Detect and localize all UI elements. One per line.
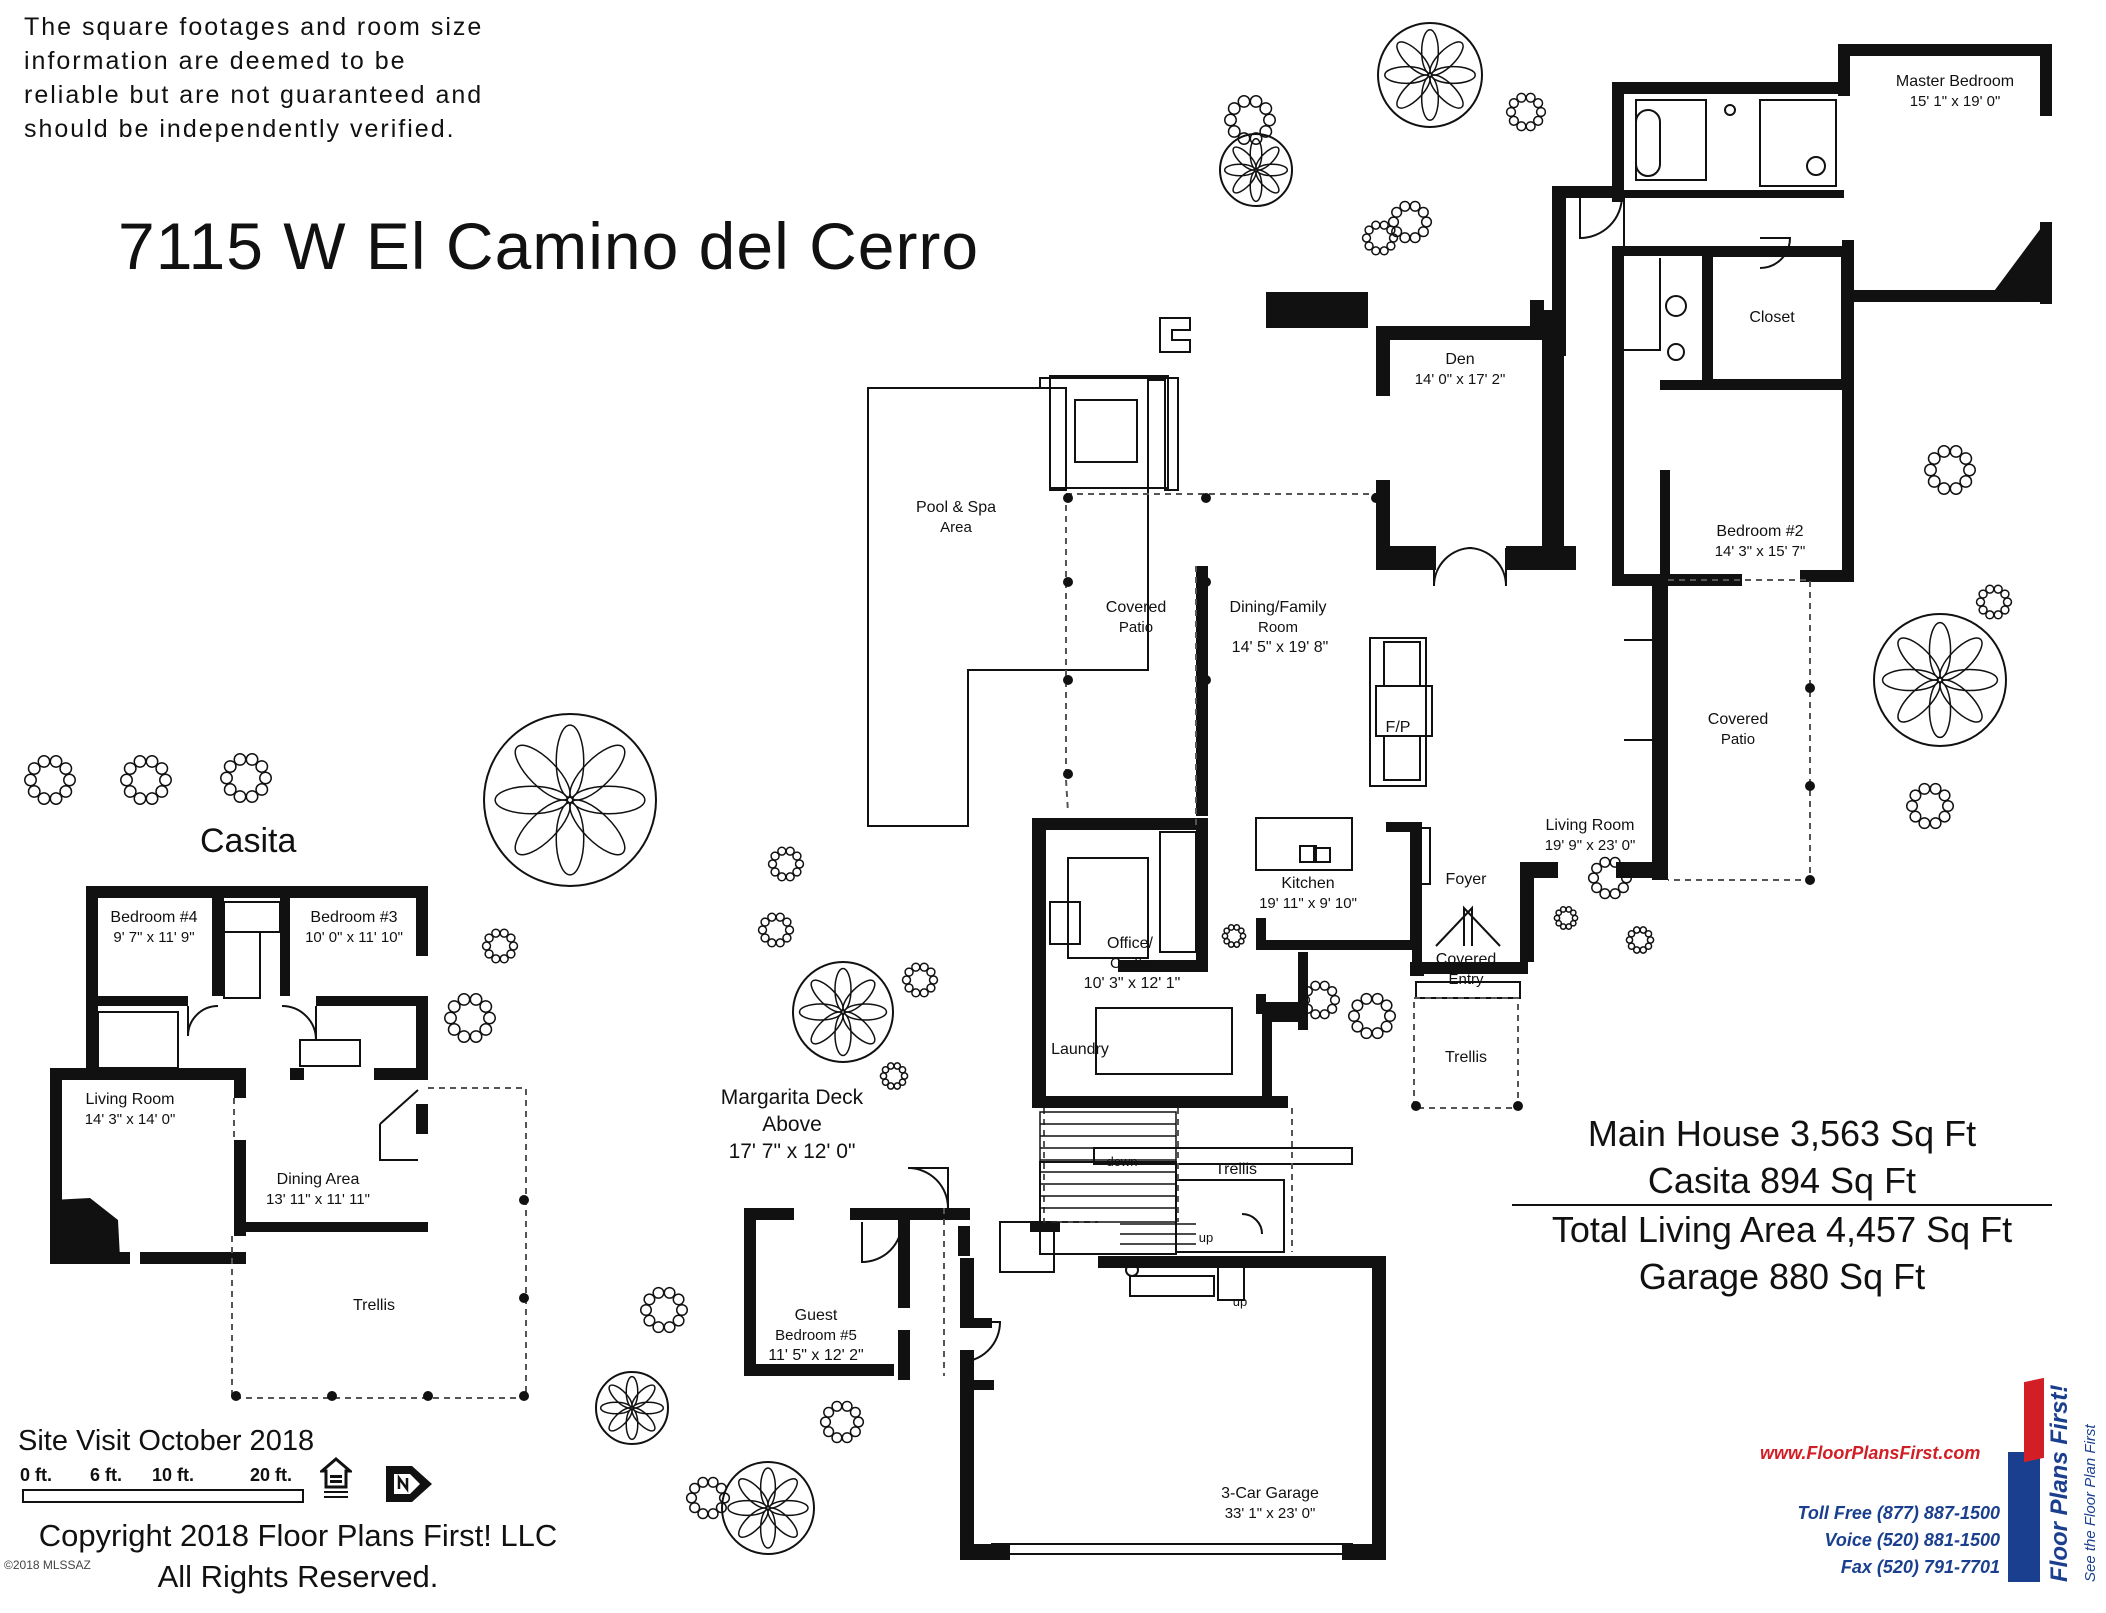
scale-label: 6 ft.	[90, 1465, 123, 1485]
toll-free-number: Toll Free (877) 887-1500	[1797, 1503, 2000, 1523]
disclaimer-line: reliable but are not guaranteed and	[24, 81, 484, 109]
stair-label-down: down	[1106, 1154, 1138, 1169]
room-label-laundry: Laundry	[1051, 1041, 1109, 1058]
disclaimer: The square footages and room size inform…	[24, 10, 484, 146]
stair-label-up-2: up	[1232, 1294, 1248, 1309]
voice-number: Voice (520) 881-1500	[1824, 1530, 2000, 1550]
scale-bar: 0 ft. 6 ft. 10 ft. 20 ft.	[18, 1465, 308, 1525]
room-label-office-crafts-dims: 10' 3" x 12' 1"	[1083, 975, 1181, 992]
casita-sqft: Casita 894 Sq Ft	[1647, 1160, 1917, 1201]
room-label-fireplace: F/P	[1385, 719, 1411, 736]
copyright-line: Copyright 2018 Floor Plans First! LLC	[38, 1518, 558, 1553]
company-website-link[interactable]: www.FloorPlansFirst.com	[1760, 1443, 1981, 1463]
scale-label: 20 ft.	[250, 1465, 293, 1485]
casita-title: Casita	[200, 822, 297, 860]
disclaimer-line: The square footages and room size	[24, 13, 484, 41]
pool-outline	[867, 377, 1179, 827]
north-arrow-icon	[386, 1466, 432, 1502]
scale-bar-graphic	[22, 1489, 304, 1503]
dashed-outlines	[231, 493, 1811, 1399]
stair-label-up: up	[1198, 1230, 1214, 1245]
totals-divider	[1512, 1204, 2052, 1206]
logo-accent	[2024, 1377, 2044, 1463]
disclaimer-line: information are deemed to be	[24, 47, 407, 75]
total-living-sqft: Total Living Area 4,457 Sq Ft	[1551, 1209, 2013, 1250]
property-address: 7115 W El Camino del Cerro	[118, 209, 980, 283]
copyright-line: All Rights Reserved.	[157, 1559, 439, 1594]
mls-watermark: ©2018 MLSSAZ	[4, 1558, 91, 1572]
room-label-trellis-entry: Trellis	[1444, 1049, 1488, 1066]
deck-line: Margarita Deck	[720, 1086, 864, 1109]
fax-number: Fax (520) 791-7701	[1840, 1557, 2000, 1577]
main-house-sqft: Main House 3,563 Sq Ft	[1587, 1113, 1977, 1154]
deck-line: Above	[762, 1113, 822, 1136]
walls	[50, 44, 2052, 1560]
room-label-closet: Closet	[1749, 309, 1795, 326]
logo-tagline: See the Floor Plan First	[2082, 1424, 2099, 1582]
room-label-office-crafts: Office/Crafts	[1107, 935, 1153, 972]
room-label-trellis-center: Trellis	[1214, 1161, 1258, 1178]
deck-line: 17' 7" x 12' 0"	[728, 1140, 856, 1163]
scale-label: 0 ft.	[20, 1465, 53, 1485]
logo-mark	[2008, 1452, 2040, 1582]
room-label-dining-family-dims: 14' 5" x 19' 8"	[1231, 639, 1329, 656]
disclaimer-line: should be independently verified.	[24, 115, 456, 143]
copyright: Copyright 2018 Floor Plans First! LLC Al…	[18, 1515, 578, 1597]
site-visit-date: Site Visit October 2018	[18, 1425, 315, 1457]
scale-label: 10 ft.	[152, 1465, 195, 1485]
equal-housing-opportunity-icon	[320, 1457, 352, 1498]
company-contacts: Toll Free (877) 887-1500 Voice (520) 881…	[1740, 1500, 2000, 1581]
floor-plans-first-logo: Floor Plans First! See the Floor Plan Fi…	[2006, 1370, 2099, 1585]
garage-sqft: Garage 880 Sq Ft	[1638, 1256, 1926, 1297]
margarita-deck-label: Margarita Deck Above 17' 7" x 12' 0"	[721, 1084, 863, 1165]
room-label-casita-trellis: Trellis	[352, 1297, 396, 1314]
room-label-foyer: Foyer	[1445, 871, 1487, 888]
room-label-guest-bedroom-dims: 11' 5" x 12' 2"	[768, 1347, 864, 1364]
logo-brand: Floor Plans First!	[2046, 1384, 2073, 1582]
square-footage-totals: Main House 3,563 Sq Ft Casita 894 Sq Ft …	[1512, 1110, 2052, 1300]
